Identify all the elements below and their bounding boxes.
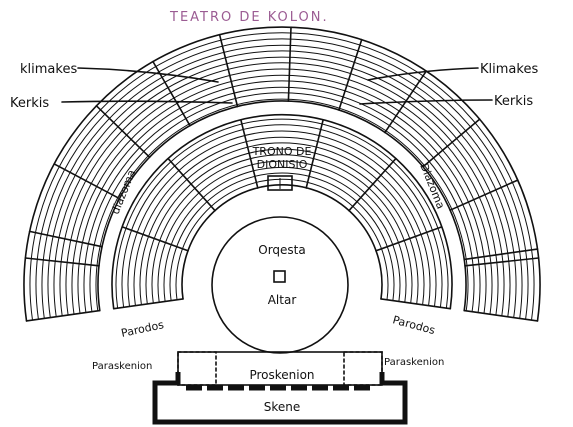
altar-icon (274, 271, 285, 282)
label-kerkis-left: Kerkis (10, 96, 49, 111)
cavea-outer-edge (24, 27, 540, 321)
klimax-lower (168, 159, 215, 211)
seating-cavea (24, 27, 540, 321)
label-diazoma-right: Diazoma (417, 161, 447, 211)
label-skene: Skene (264, 400, 301, 414)
paraskenion-right-block (344, 352, 382, 385)
klimax-upper (288, 27, 291, 101)
label-klimakes-right: Klimakes (480, 62, 538, 77)
leader-kerkis-right (360, 100, 492, 104)
label-trono-line1: TRONO DE (252, 145, 312, 158)
label-parodos-right: Parodos (391, 313, 436, 337)
label-paraskenion-right: Paraskenion (384, 357, 444, 368)
label-klimakes-left: klimakes (20, 62, 77, 77)
klimax-lower (381, 299, 450, 309)
leader-kerkis-left (62, 101, 232, 103)
seat-row-lower (158, 161, 406, 302)
seat-row-upper (90, 93, 474, 312)
label-proskenion: Proskenion (249, 368, 314, 382)
label-paraskenion-left: Paraskenion (92, 361, 152, 372)
klimax-lower (114, 299, 183, 309)
seat-row-upper (42, 45, 522, 318)
seat-row-lower (152, 155, 412, 303)
diazoma-outer-edge (98, 101, 466, 311)
label-diazoma-left: diazoma (109, 168, 139, 216)
klimax-upper (423, 119, 480, 167)
label-orquesta: Orqesta (258, 243, 305, 257)
label-trono-line2: DIONISIO (257, 158, 308, 171)
klimax-lower (376, 227, 442, 251)
label-parodos-left: Parodos (120, 318, 165, 340)
seat-row-upper (78, 81, 486, 313)
label-kerkis-right: Kerkis (494, 94, 533, 109)
label-altar: Altar (268, 293, 297, 307)
diagram-title: TEATRO DE KOLON. (169, 10, 329, 25)
orchestra-circle (212, 217, 348, 353)
klimax-lower (122, 227, 188, 251)
paraskenion-left-block (178, 352, 216, 385)
seat-row-upper (84, 87, 480, 312)
klimax-lower (349, 159, 396, 211)
